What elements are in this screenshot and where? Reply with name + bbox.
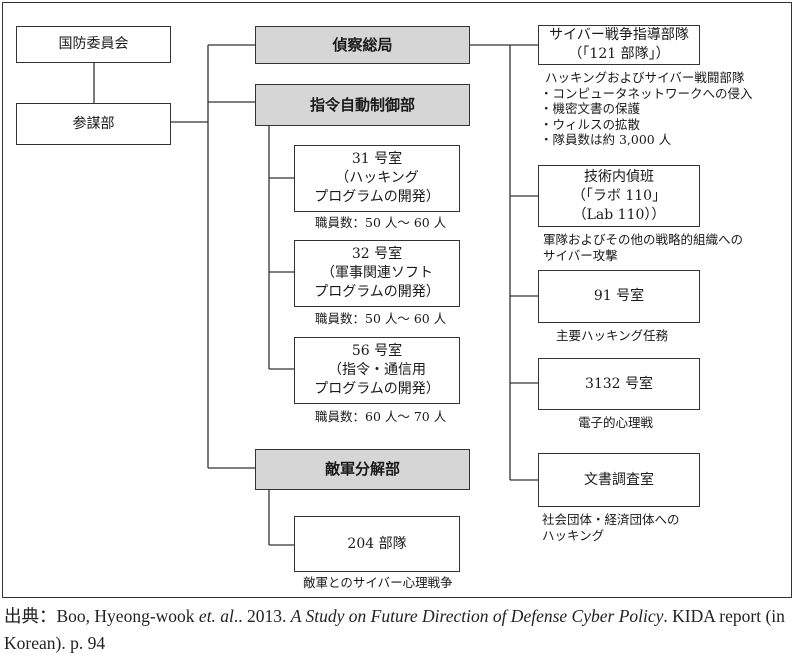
national-defense-committee-label: 国防委員会 [58, 36, 129, 52]
room56-line: プログラムの開発） [314, 381, 440, 397]
source-title: A Study on Future Direction of Defense C… [290, 606, 664, 626]
national-defense-committee-box: 国防委員会 [16, 26, 171, 63]
room31-box: 31 号室 （ハッキング プログラムの開発） [294, 145, 460, 212]
unit204-label: 204 部隊 [347, 535, 407, 552]
lab110-note: 軍隊およびその他の戦略的組織への サイバー攻撃 [543, 232, 743, 263]
unit121-line: （「121 部隊」） [568, 46, 670, 62]
room32-staff-note: 職員数：50 人〜 60 人 [315, 311, 447, 326]
unit121-note: ハッキングおよびサイバー戦闘部隊 ・コンピュータネットワークへの侵入 ・機密文書… [540, 70, 753, 148]
connector-lines [93, 44, 538, 546]
room91-note: 主要ハッキング任務 [556, 328, 669, 343]
unit121-line: サイバー戦争指導部隊 [549, 27, 689, 43]
source-prefix: 出典：Boo, Hyeong-wook [4, 606, 199, 626]
enemy-analysis-label: 敵軍分解部 [324, 460, 400, 478]
reconnaissance-bureau-box: 偵察総局 [255, 26, 470, 64]
room32-line: （軍事関連ソフト [321, 265, 433, 281]
unit204-box: 204 部隊 [294, 516, 460, 572]
docs-room-note: 社会団体・経済団体への ハッキング [542, 512, 680, 543]
source-etal: et. al [198, 606, 234, 626]
diagram-frame [2, 2, 792, 598]
command-automation-label: 指令自動制御部 [309, 95, 415, 114]
docs-room-note-line: 社会団体・経済団体への [542, 512, 680, 527]
source-suffix: . KIDA report (in Korean). p. 94 [4, 606, 785, 653]
unit121-bullet: ・機密文書の保護 [540, 101, 641, 116]
lab110-line: 技術内偵班 [584, 168, 654, 185]
room3132-box: 3132 号室 [538, 358, 700, 410]
unit121-bullet: ・隊員数は約 3,000 人 [540, 132, 672, 147]
source-mid: .. 2013. [233, 606, 291, 626]
unit121-bullet: ・ウィルスの拡散 [540, 116, 641, 132]
room31-line: プログラムの開発） [314, 189, 440, 205]
lab110-line: （Lab 110）） [572, 206, 666, 223]
general-staff-label: 参謀部 [72, 115, 115, 132]
room91-box: 91 号室 [538, 270, 700, 323]
room31-line: 31 号室 [351, 151, 403, 167]
reconnaissance-bureau-label: 偵察総局 [332, 35, 393, 54]
room32-line: プログラムの開発） [314, 284, 440, 300]
unit121-box: サイバー戦争指導部隊 （「121 部隊」） [538, 25, 700, 65]
command-automation-box: 指令自動制御部 [255, 84, 470, 126]
room31-staff-note: 職員数：50 人〜 60 人 [315, 215, 447, 230]
unit121-note-title: ハッキングおよびサイバー戦闘部隊 [545, 70, 745, 85]
docs-room-label: 文書調査室 [584, 471, 654, 488]
lab110-line: （「ラボ 110」 [571, 187, 667, 204]
lab110-box: 技術内偵班 （「ラボ 110」 （Lab 110）） [538, 165, 700, 227]
lab110-note-line: サイバー攻撃 [543, 247, 618, 263]
room56-line: 56 号室 [351, 343, 403, 359]
docs-room-box: 文書調査室 [538, 453, 700, 507]
room56-line: （指令・通信用 [328, 362, 426, 378]
room32-box: 32 号室 （軍事関連ソフト プログラムの開発） [294, 240, 460, 307]
source-citation: 出典：Boo, Hyeong-wook et. al.. 2013. A Stu… [4, 603, 794, 657]
room56-staff-note: 職員数：60 人〜 70 人 [315, 409, 447, 424]
unit204-note: 敵軍とのサイバー心理戦争 [303, 575, 453, 590]
unit121-bullet: ・コンピュータネットワークへの侵入 [540, 85, 753, 101]
room32-line: 32 号室 [351, 246, 403, 262]
room3132-note: 電子的心理戦 [578, 415, 654, 430]
room3132-label: 3132 号室 [584, 375, 654, 392]
room91-label: 91 号室 [593, 288, 645, 304]
docs-room-note-line: ハッキング [542, 527, 605, 543]
room31-line: （ハッキング [335, 170, 419, 186]
lab110-note-line: 軍隊およびその他の戦略的組織への [543, 232, 744, 247]
general-staff-box: 参謀部 [16, 103, 171, 145]
room56-box: 56 号室 （指令・通信用 プログラムの開発） [294, 337, 460, 404]
enemy-analysis-box: 敵軍分解部 [255, 449, 470, 490]
